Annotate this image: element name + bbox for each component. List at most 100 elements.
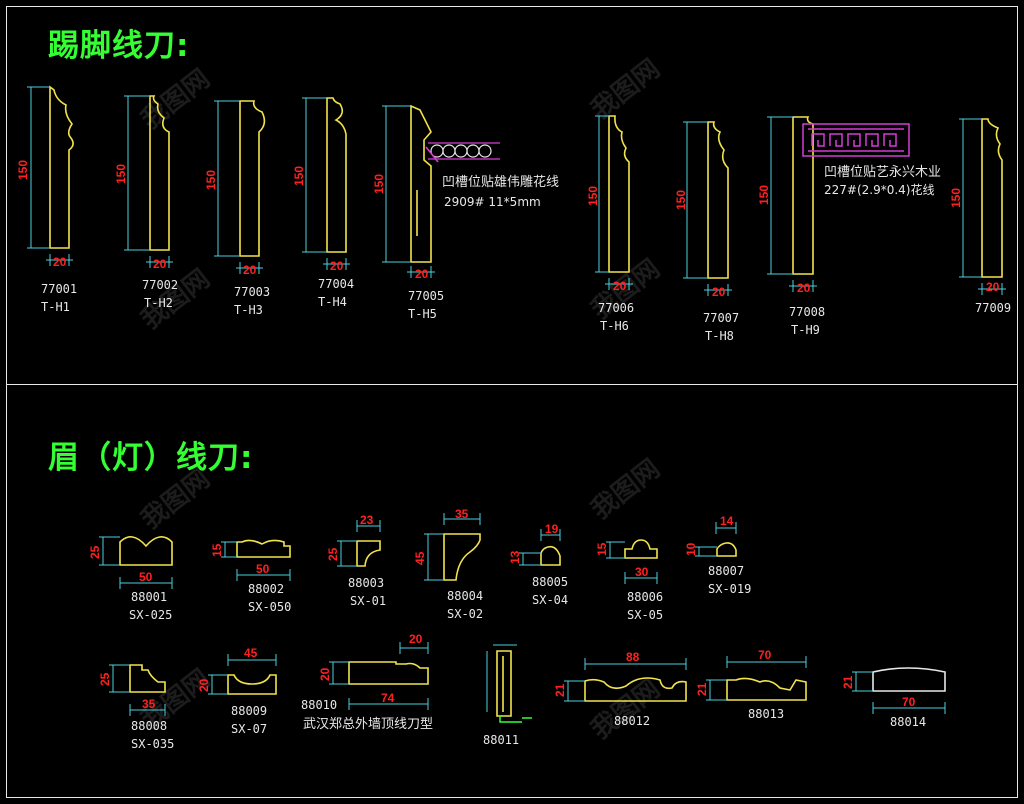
profile-77005: 150 20 77005 T-H5 凹槽位贴雄伟雕花线 2909# 11*5mm — [372, 104, 559, 321]
dim-h: 15 — [595, 542, 609, 556]
dim-h: 20 — [197, 678, 211, 692]
dim-h: 25 — [88, 545, 102, 559]
profile-77009: 150 20 77009 — [949, 118, 1011, 315]
svg-text:我图网: 我图网 — [586, 454, 666, 526]
dim-height: 150 — [292, 166, 306, 186]
dim-width: 20 — [53, 255, 67, 269]
note-line-1: 凹槽位贴雄伟雕花线 — [442, 174, 559, 190]
item-code: 88013 — [748, 707, 784, 721]
item-name: T-H2 — [144, 296, 173, 310]
dim-w: 88 — [626, 650, 640, 664]
item-code: 88010 — [301, 698, 337, 712]
dim-w: 35 — [455, 507, 469, 521]
item-name: T-H8 — [705, 329, 734, 343]
item-name: SX-04 — [532, 593, 568, 607]
item-name: T-H3 — [234, 303, 263, 317]
dim-width: 20 — [243, 263, 257, 277]
dim-w: 70 — [758, 648, 772, 662]
item-code: 88002 — [248, 582, 284, 596]
profile-88003: 23 25 88003 SX-01 — [326, 513, 386, 608]
item-name: T-H5 — [408, 307, 437, 321]
item-code: 88005 — [532, 575, 568, 589]
item-name: T-H9 — [791, 323, 820, 337]
dim-height: 150 — [204, 170, 218, 190]
profile-77007: 150 20 77007 T-H8 — [674, 121, 739, 343]
note-line-1: 凹槽位贴艺永兴木业 — [824, 165, 941, 180]
dim-width: 20 — [797, 281, 811, 295]
carved-bead-strip — [425, 142, 500, 163]
item-name: SX-07 — [231, 722, 267, 736]
dim-h: 45 — [413, 551, 427, 565]
dim-width: 20 — [712, 285, 726, 299]
item-code: 77009 — [975, 301, 1011, 315]
svg-text:我图网: 我图网 — [136, 64, 216, 136]
item-name: SX-025 — [129, 608, 172, 622]
profile-88008: 25 35 88008 SX-035 — [98, 664, 174, 751]
profile-88009: 45 20 88009 SX-07 — [197, 646, 277, 736]
dim-width: 20 — [613, 279, 627, 293]
dim-w: 30 — [635, 565, 649, 579]
dim-w: 35 — [142, 697, 156, 711]
item-name: SX-01 — [350, 594, 386, 608]
item-code: 77003 — [234, 285, 270, 299]
dim-width: 20 — [986, 280, 1000, 294]
dim-height: 150 — [114, 164, 128, 184]
item-name: SX-035 — [131, 737, 174, 751]
profile-88010: 20 20 74 88010 武汉郑总外墙顶线刀型 — [301, 632, 433, 732]
profile-77008: 150 20 77008 T-H9 凹槽位贴艺永兴木业 227#(2.9*0.4… — [757, 116, 941, 337]
item-name: T-H6 — [600, 319, 629, 333]
fret-pattern-strip — [802, 123, 910, 157]
item-code: 88012 — [614, 714, 650, 728]
dim-top: 20 — [409, 632, 423, 646]
profile-88001: 25 50 88001 SX-025 — [88, 536, 173, 622]
svg-text:我图网: 我图网 — [136, 464, 216, 536]
svg-text:我图网: 我图网 — [586, 674, 666, 746]
profile-77001: 150 20 77001 T-H1 — [16, 85, 77, 314]
item-code: 88011 — [483, 733, 519, 747]
profile-88005: 19 13 88005 SX-04 — [508, 522, 568, 607]
profile-88011: 88011 — [483, 644, 532, 747]
item-name: T-H4 — [318, 295, 347, 309]
profile-77003: 150 20 77003 T-H3 — [204, 100, 270, 317]
watermark-pattern: 我图网 我图网 我图网 我图网 我图网 我图网 我图网 我图网 — [136, 54, 666, 746]
note-line-2: 2909# 11*5mm — [444, 195, 541, 209]
dim-h: 20 — [318, 667, 332, 681]
profile-88013: 70 21 88013 — [695, 648, 807, 721]
dim-h: 13 — [508, 550, 522, 564]
dim-height: 150 — [372, 174, 386, 194]
dim-height: 150 — [949, 188, 963, 208]
section-divider — [6, 384, 1018, 385]
item-code: 88008 — [131, 719, 167, 733]
dim-w: 74 — [381, 691, 395, 705]
dim-height: 150 — [674, 190, 688, 210]
profile-88004: 35 45 88004 SX-02 — [413, 507, 483, 621]
dim-h: 21 — [695, 682, 709, 696]
item-code: 88007 — [708, 564, 744, 578]
dim-w: 45 — [244, 646, 258, 660]
dim-w: 14 — [720, 514, 734, 528]
item-code: 88014 — [890, 715, 926, 729]
dim-width: 20 — [153, 257, 167, 271]
item-code: 77008 — [789, 305, 825, 319]
note-line-2: 227#(2.9*0.4)花线 — [824, 182, 935, 197]
dim-h: 10 — [684, 542, 698, 556]
profile-77004: 150 20 77004 T-H4 — [292, 97, 354, 309]
item-code: 77005 — [408, 289, 444, 303]
profile-88012: 88 21 88012 — [553, 650, 687, 728]
dim-h: 21 — [841, 675, 855, 689]
dim-w: 19 — [545, 522, 559, 536]
item-name: SX-05 — [627, 608, 663, 622]
item-code: 77001 — [41, 282, 77, 296]
item-name: SX-050 — [248, 600, 291, 614]
item-code: 88001 — [131, 590, 167, 604]
profile-88007: 14 10 88007 SX-019 — [684, 514, 751, 596]
dim-w: 70 — [902, 695, 916, 709]
baseboard-section-title: 踢脚线刀: — [48, 28, 190, 64]
profile-88002: 15 50 88002 SX-050 — [210, 539, 291, 614]
dim-h: 15 — [210, 543, 224, 557]
dim-h: 25 — [98, 672, 112, 686]
profile-77002: 150 20 77002 T-H2 — [114, 95, 178, 310]
lintel-section-title: 眉（灯）线刀: — [48, 440, 254, 476]
dim-h: 21 — [553, 683, 567, 697]
